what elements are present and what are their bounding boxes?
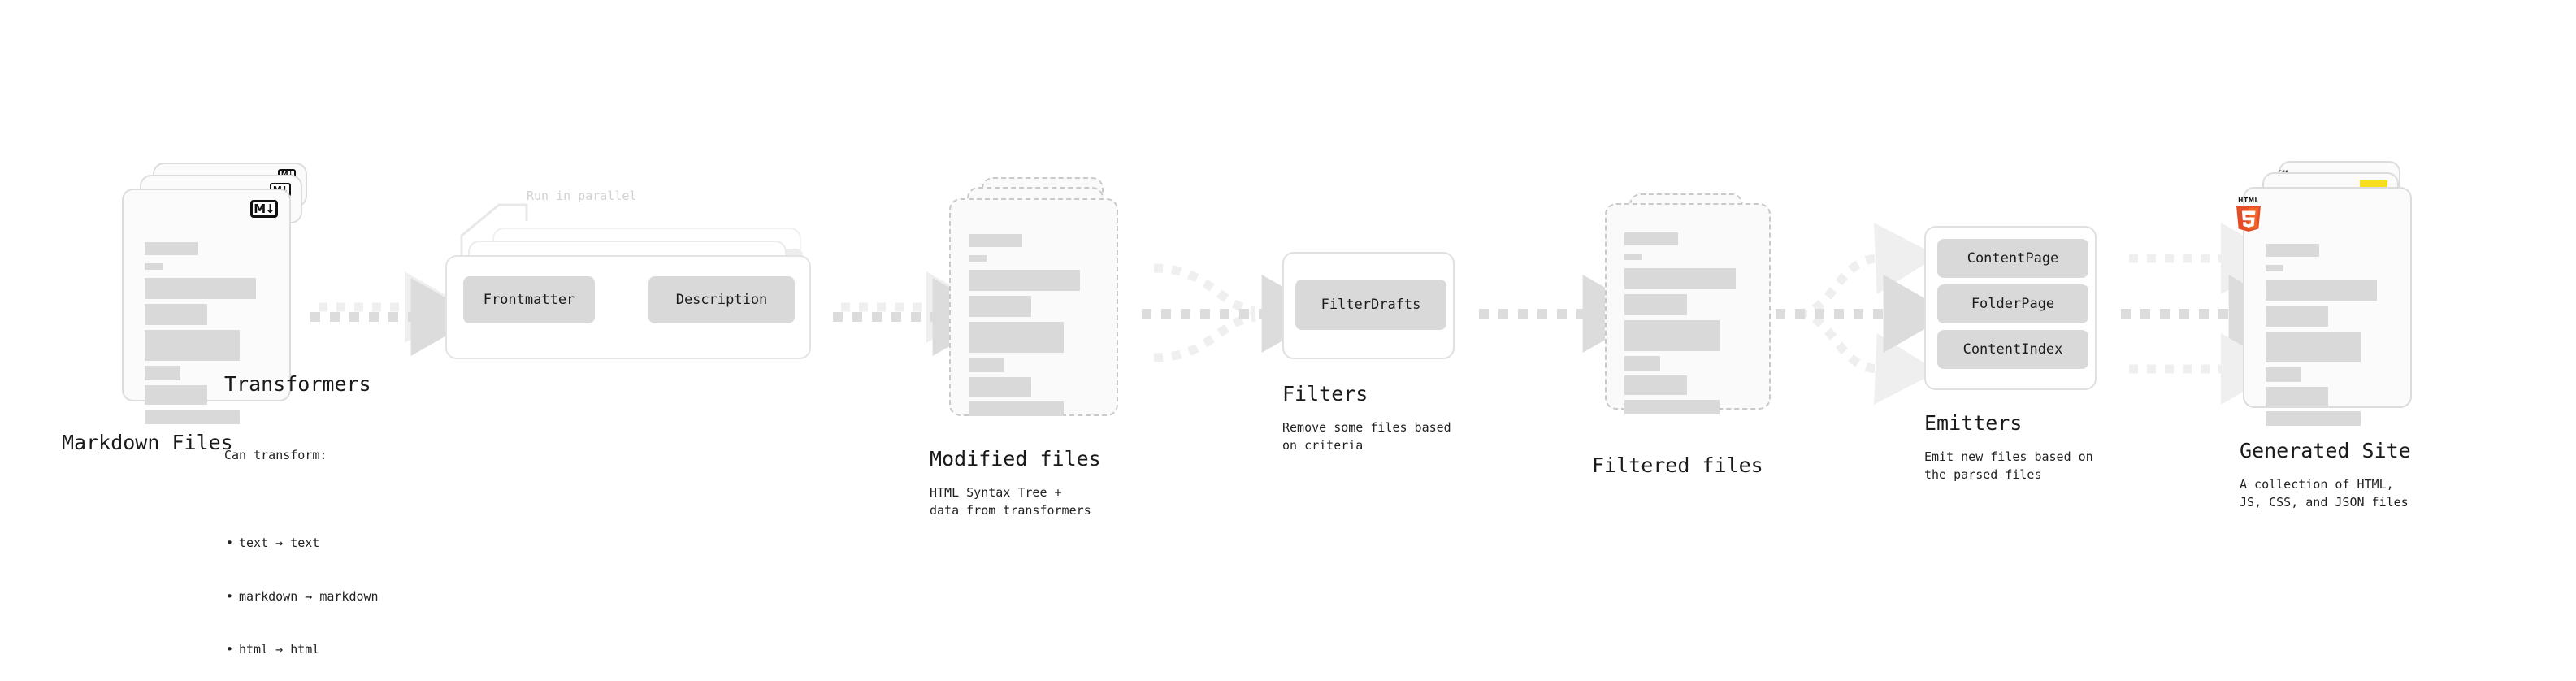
list-item: html → html [226, 641, 379, 659]
filtered-files-title: Filtered files [1592, 453, 1763, 477]
modified-file-card-front [949, 198, 1118, 416]
chip-folderpage[interactable]: FolderPage [1937, 284, 2088, 323]
chip-frontmatter[interactable]: Frontmatter [463, 276, 595, 323]
modified-files-title: Modified files [930, 447, 1101, 471]
connector-filtered-to-emitters [1776, 223, 1952, 405]
modified-file-content-placeholder [951, 200, 1117, 416]
stage-markdown-files: M↓ M↓ M↓ Markdown Files [62, 163, 325, 454]
connector-transformers-to-modified [833, 271, 1001, 356]
chip-description[interactable]: Description [648, 276, 795, 323]
emitters-subtitle: Emit new files based on the parsed files [1924, 449, 2093, 482]
connector-emitters-to-site [2121, 223, 2297, 405]
filters-box: FilterDrafts [1282, 252, 1455, 359]
transformers-capability-list: text → text markdown → markdown html → h… [224, 500, 379, 681]
generated-site-card-html: HTML [2236, 187, 2412, 426]
filtered-file-stack [1605, 193, 1792, 421]
modified-file-stack [949, 177, 1136, 421]
filtered-file-card-front [1605, 203, 1771, 414]
filters-subtitle: Remove some files based on criteria [1282, 420, 1451, 453]
emitters-title: Emitters [1924, 411, 2023, 435]
list-item: text → text [226, 535, 379, 553]
filters-title: Filters [1282, 382, 1368, 406]
emitters-box: ContentPage FolderPage ContentIndex [1924, 226, 2097, 390]
markdown-file-content-placeholder [124, 190, 289, 424]
transformer-box-front: Frontmatter Description [445, 255, 811, 359]
markdown-files-title: Markdown Files [62, 431, 233, 454]
markdown-file-stack: M↓ M↓ M↓ [122, 163, 325, 424]
chip-contentindex[interactable]: ContentIndex [1937, 330, 2088, 369]
transformers-subtitle-head: Can transform: [224, 447, 327, 462]
generated-site-title: Generated Site [2240, 439, 2411, 462]
generated-site-subtitle: A collection of HTML, JS, CSS, and JSON … [2240, 477, 2409, 510]
chip-filterdrafts[interactable]: FilterDrafts [1295, 280, 1446, 330]
connector-modified-to-filters [1142, 263, 1330, 362]
stage-generated-site: CSS HTML [2236, 161, 2446, 510]
chip-contentpage[interactable]: ContentPage [1937, 239, 2088, 278]
connector-markdown-to-transformers [310, 271, 479, 356]
generated-site-stack: CSS HTML [2236, 161, 2446, 426]
modified-files-subtitle: HTML Syntax Tree + data from transformer… [930, 485, 1091, 518]
markdown-file-card-front: M↓ [122, 189, 291, 424]
list-item: markdown → markdown [226, 588, 379, 606]
markdown-icon: M↓ [250, 200, 278, 218]
transformers-subtitle: Can transform: text → text markdown → ma… [224, 411, 379, 681]
html5-icon: HTML [2233, 195, 2264, 232]
stage-filtered-files: Filtered files [1592, 193, 1792, 477]
transformers-title: Transformers [224, 372, 371, 396]
filtered-file-content-placeholder [1607, 205, 1769, 414]
generated-site-content-placeholder [2244, 189, 2410, 426]
svg-text:HTML: HTML [2238, 197, 2259, 204]
stage-modified-files: Modified files HTML Syntax Tree + data f… [930, 177, 1136, 518]
run-in-parallel-hint: Run in parallel [527, 189, 637, 203]
